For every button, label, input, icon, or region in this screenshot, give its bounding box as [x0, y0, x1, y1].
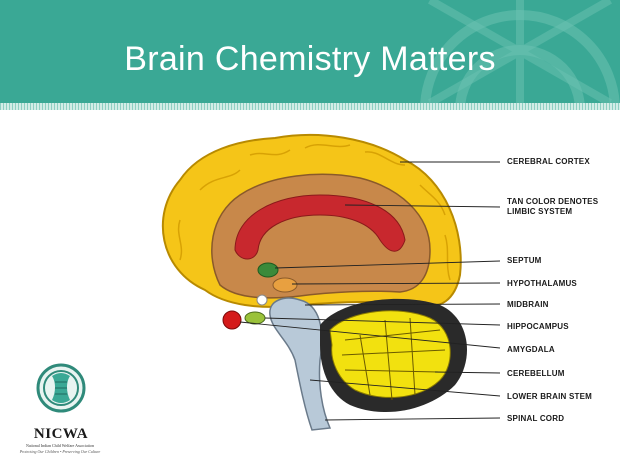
logo-subtitle: National Indian Child Welfare Associatio…: [10, 443, 110, 448]
label-spinal-cord: SPINAL CORD: [507, 414, 564, 423]
logo-name: NICWA: [18, 426, 104, 443]
label-cerebellum: CEREBELLUM: [507, 369, 565, 378]
hypothalamus-shape: [273, 278, 297, 292]
title-band: Brain Chemistry Matters: [0, 0, 620, 103]
label-hippocampus: HIPPOCAMPUS: [507, 322, 569, 331]
label-hypothalamus: HYPOTHALAMUS: [507, 279, 577, 288]
title-divider-stripe: [0, 103, 620, 110]
hippocampus-shape: [245, 312, 265, 324]
label-cerebral-cortex: CEREBRAL CORTEX: [507, 157, 590, 166]
label-septum: SEPTUM: [507, 256, 542, 265]
label-limbic-system: LIMBIC SYSTEM: [507, 207, 572, 216]
logo-tagline: Protecting Our Children • Preserving Our…: [10, 449, 110, 454]
label-lower-brain-stem: LOWER BRAIN STEM: [507, 392, 592, 401]
label-midbrain: MIDBRAIN: [507, 300, 549, 309]
septum-shape: [258, 263, 278, 277]
label-amygdala: AMYGDALA: [507, 345, 555, 354]
label-tan-color-denotes: TAN COLOR DENOTES: [507, 197, 598, 206]
amygdala-shape: [223, 311, 241, 329]
slide-title: Brain Chemistry Matters: [0, 40, 620, 79]
brainstem-shape: [270, 298, 330, 430]
